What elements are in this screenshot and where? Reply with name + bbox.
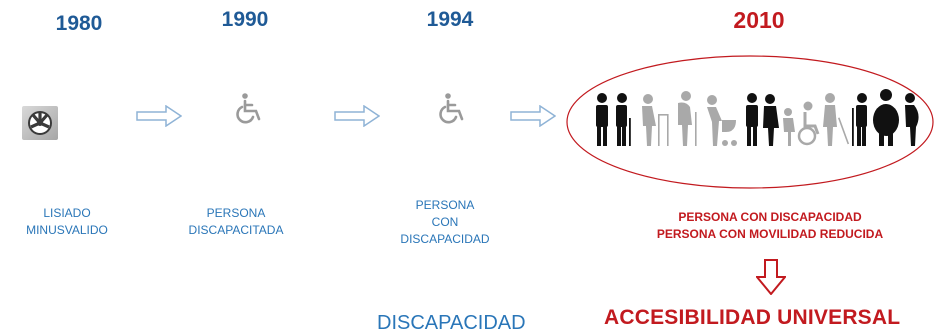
footer-discapacidad: DISCAPACIDAD	[377, 312, 526, 334]
term-line: PERSONA CON MOVILIDAD REDUCIDA	[656, 227, 884, 241]
right-arrow-icon	[510, 105, 556, 127]
wheelchair-icon	[437, 92, 467, 131]
footer-accesibilidad-universal: ACCESIBILIDAD UNIVERSAL	[604, 306, 901, 329]
year-1990: 1990	[221, 8, 269, 31]
term-1990: PERSONA DISCAPACITADA	[176, 205, 296, 239]
term-line: PERSONA	[206, 206, 266, 220]
year-1980: 1980	[55, 12, 103, 35]
term-line: PERSONA CON DISCAPACIDAD	[678, 210, 862, 224]
term-1980: LISIADO MINUSVALIDO	[22, 205, 112, 239]
term-line: MINUSVALIDO	[26, 223, 108, 237]
right-arrow-icon	[136, 105, 182, 127]
term-line: DISCAPACITADA	[188, 223, 284, 237]
right-arrow-icon	[334, 105, 380, 127]
term-line: PERSONA	[415, 198, 475, 212]
year-2010: 2010	[733, 7, 785, 33]
wheelchair-icon	[234, 92, 264, 131]
term-line: LISIADO	[43, 206, 91, 220]
term-line: CON	[431, 215, 459, 229]
year-1994: 1994	[426, 8, 474, 31]
term-1994: PERSONA CON DISCAPACIDAD	[390, 197, 500, 248]
down-arrow-icon	[754, 259, 788, 300]
term-line: DISCAPACIDAD	[400, 232, 490, 246]
diverse-people-group-icon	[562, 52, 938, 197]
wheel-sign-icon	[22, 106, 58, 145]
term-2010: PERSONA CON DISCAPACIDAD PERSONA CON MOV…	[640, 209, 900, 243]
